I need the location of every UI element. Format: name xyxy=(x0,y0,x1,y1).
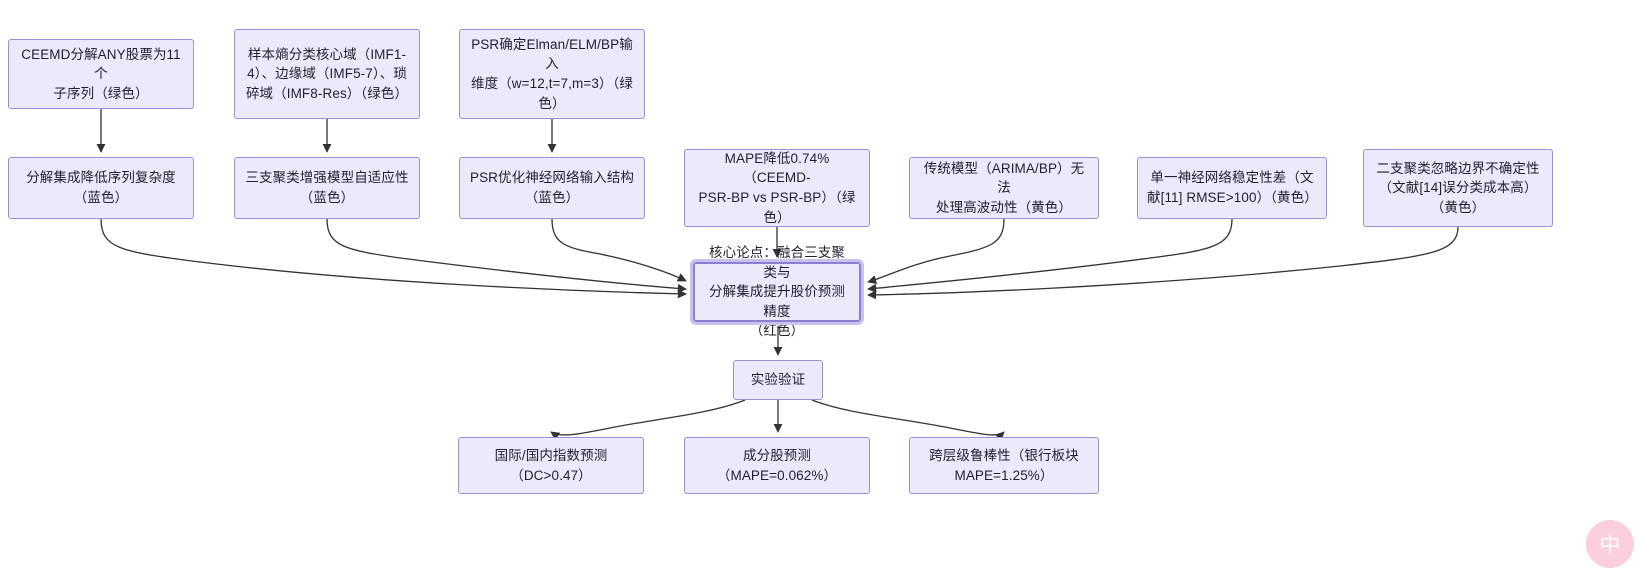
node-single-network-instability[interactable]: 单一神经网络稳定性差（文 献[11] RMSE>100）（黄色） xyxy=(1137,157,1327,219)
node-label: 分解集成降低序列复杂度 （蓝色） xyxy=(26,170,176,205)
watermark-glyph: 中 xyxy=(1599,533,1621,557)
node-label: MAPE降低0.74%（CEEMD- PSR-BP vs PSR-BP）（绿 色… xyxy=(698,150,856,225)
node-psr-input-dimension[interactable]: PSR确定Elman/ELM/BP输入 维度（w=12,t=7,m=3）（绿 色… xyxy=(459,29,645,119)
node-constituent-stock-forecast[interactable]: 成分股预测 （MAPE=0.062%） xyxy=(684,437,870,494)
edge-n10-core xyxy=(867,226,1459,300)
node-label: 成分股预测 （MAPE=0.062%） xyxy=(716,447,838,483)
node-index-forecast[interactable]: 国际/国内指数预测 （DC>0.47） xyxy=(458,437,644,494)
node-label: PSR确定Elman/ELM/BP输入 维度（w=12,t=7,m=3）（绿 色… xyxy=(471,36,633,111)
node-label: 二支聚类忽略边界不确定性 （文献[14]误分类成本高） （黄色） xyxy=(1376,160,1540,215)
node-label: 三支聚类增强模型自适应性 （蓝色） xyxy=(245,170,409,205)
node-label: 传统模型（ARIMA/BP）无法 处理高波动性（黄色） xyxy=(923,160,1085,215)
node-label: 实验验证 xyxy=(750,372,806,388)
node-label: CEEMD分解ANY股票为11个 子序列（绿色） xyxy=(21,46,181,101)
watermark-badge: 中 xyxy=(1586,520,1634,568)
node-label: 样本熵分类核心域（IMF1- 4）、边缘域（IMF5-7）、琐 碎域（IMF8-… xyxy=(245,46,409,101)
node-label: 国际/国内指数预测 （DC>0.47） xyxy=(494,447,608,483)
node-traditional-model-limitation[interactable]: 传统模型（ARIMA/BP）无法 处理高波动性（黄色） xyxy=(909,157,1099,219)
edge-n8-core xyxy=(867,218,1005,285)
node-label: 单一神经网络稳定性差（文 献[11] RMSE>100）（黄色） xyxy=(1147,170,1318,205)
node-ceemd-decompose[interactable]: CEEMD分解ANY股票为11个 子序列（绿色） xyxy=(8,39,194,109)
edge-n4-core xyxy=(100,218,687,299)
edge-n11-n12 xyxy=(550,399,746,441)
node-experimental-validation[interactable]: 实验验证 xyxy=(733,360,823,400)
node-label: PSR优化神经网络输入结构 （蓝色） xyxy=(469,170,635,205)
node-label: 核心论点：融合三支聚类与 分解集成提升股价预测精度 （红色） xyxy=(709,245,845,339)
edge-n11-n14 xyxy=(811,399,1005,442)
node-psr-optimizes-network-input[interactable]: PSR优化神经网络输入结构 （蓝色） xyxy=(459,157,645,219)
node-three-way-clustering-adaptivity[interactable]: 三支聚类增强模型自适应性 （蓝色） xyxy=(234,157,420,219)
node-core-thesis[interactable]: 核心论点：融合三支聚类与 分解集成提升股价预测精度 （红色） xyxy=(690,245,864,338)
node-label: 跨层级鲁棒性（银行板块 MAPE=1.25%） xyxy=(929,447,1079,483)
node-two-way-clustering-limitation[interactable]: 二支聚类忽略边界不确定性 （文献[14]误分类成本高） （黄色） xyxy=(1363,149,1553,227)
node-cross-level-robustness[interactable]: 跨层级鲁棒性（银行板块 MAPE=1.25%） xyxy=(909,437,1099,494)
edge-n5-core xyxy=(326,218,687,293)
node-mape-reduction[interactable]: MAPE降低0.74%（CEEMD- PSR-BP vs PSR-BP）（绿 色… xyxy=(684,149,870,227)
node-sample-entropy-classify[interactable]: 样本熵分类核心域（IMF1- 4）、边缘域（IMF5-7）、琐 碎域（IMF8-… xyxy=(234,29,420,119)
edge-n9-core xyxy=(867,218,1233,293)
node-decomposition-reduces-complexity[interactable]: 分解集成降低序列复杂度 （蓝色） xyxy=(8,157,194,219)
edge-n6-core xyxy=(551,218,687,282)
